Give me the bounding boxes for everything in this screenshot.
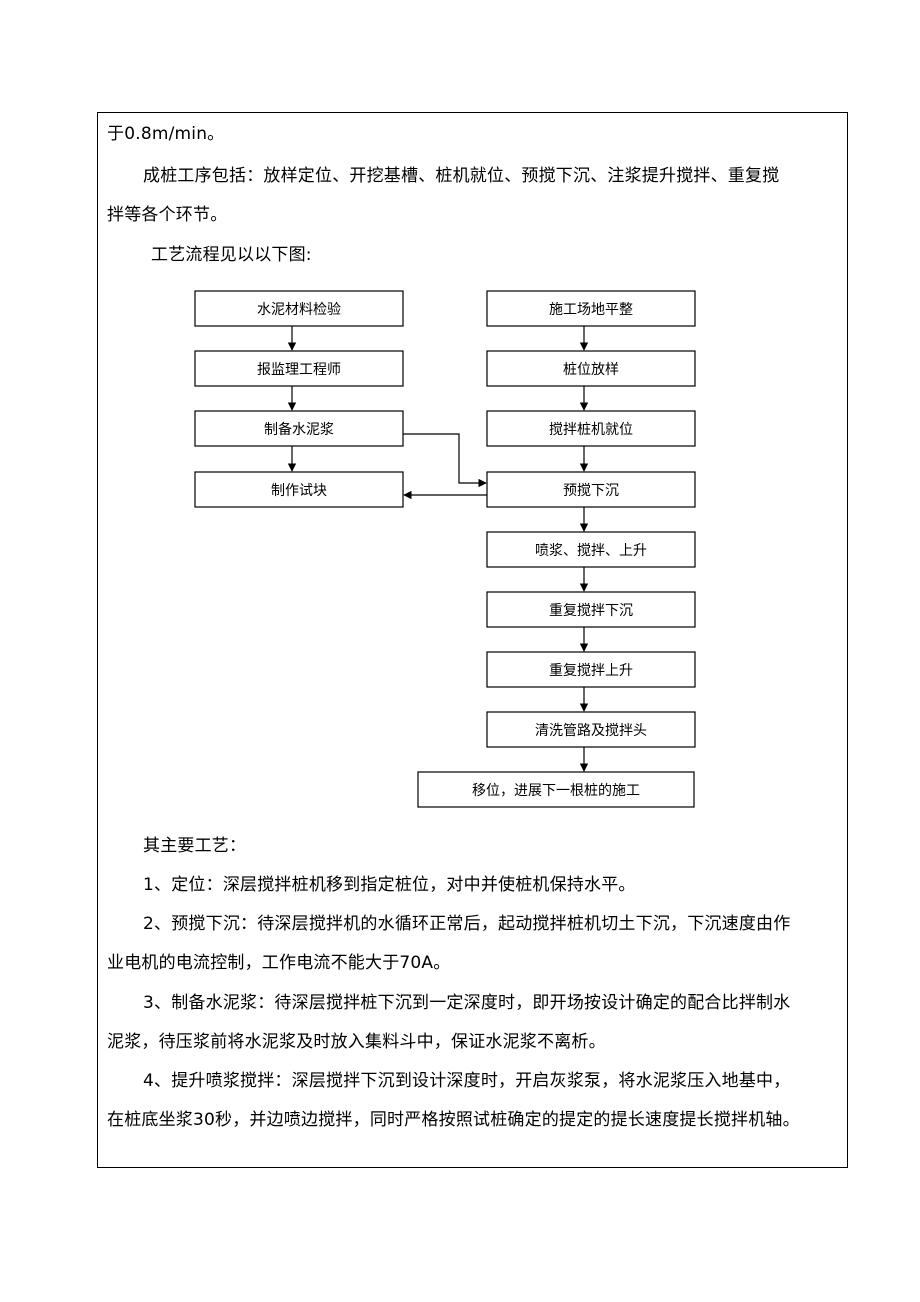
flow-box-move-next-pile: 移位，进展下一根桩的施工 [417,771,695,808]
flow-box-clean-pipes: 清洗管路及搅拌头 [486,711,696,748]
flow-label-report-supervisor: 报监理工程师 [257,362,341,378]
process-flowchart: 水泥材料检验 报监理工程师 制备水泥浆 制作试块 施工场地平整 桩位放样 搅拌桩… [194,290,696,808]
paragraph-step-pre-mix-cont: 业电机的电流控制，工作电流不能大于70A。 [107,953,451,973]
flow-label-repeat-sink: 重复搅拌下沉 [549,602,633,619]
flow-box-repeat-lift: 重复搅拌上升 [486,651,696,688]
paragraph-process-steps-cont: 拌等各个环节。 [107,205,228,225]
flow-label-rig-positioning: 搅拌桩机就位 [549,421,633,438]
flow-label-move-next-pile: 移位，进展下一根桩的施工 [472,782,640,799]
paragraph-step-slurry: 3、制备水泥浆：待深层搅拌桩下沉到一定深度时，即开场按设计确定的配合比拌制水 [143,993,791,1013]
flow-box-pile-layout: 桩位放样 [486,350,696,387]
flow-box-rig-positioning: 搅拌桩机就位 [486,410,696,447]
paragraph-step-positioning: 1、定位：深层搅拌桩机移到指定桩位，对中并使桩机保持水平。 [143,875,636,895]
flow-label-clean-pipes: 清洗管路及搅拌头 [535,723,647,739]
paragraph-step-lift-spray-cont: 在桩底坐浆30秒，并边喷边搅拌，同时严格按照试桩确定的提定的提长速度提长搅拌机轴… [107,1110,800,1130]
paragraph-process-steps: 成桩工序包括：放样定位、开挖基槽、桩机就位、预搅下沉、注浆提升搅拌、重复搅 [143,166,780,186]
flow-label-spray-mix-lift: 喷浆、搅拌、上升 [535,543,647,559]
flow-label-repeat-lift: 重复搅拌上升 [549,662,633,679]
flow-box-report-supervisor: 报监理工程师 [194,350,404,387]
paragraph-step-lift-spray: 4、提升喷浆搅拌：深层搅拌下沉到设计深度时，开启灰浆泵，将水泥浆压入地基中， [143,1071,791,1091]
flow-label-pre-mix-sink: 预搅下沉 [563,483,619,499]
flow-box-spray-mix-lift: 喷浆、搅拌、上升 [486,531,696,568]
flow-label-prepare-slurry: 制备水泥浆 [264,421,334,438]
flow-box-site-leveling: 施工场地平整 [486,290,696,327]
flow-label-pile-layout: 桩位放样 [563,361,619,378]
flow-label-cement-inspection: 水泥材料检验 [257,302,341,318]
flow-box-cement-inspection: 水泥材料检验 [194,290,404,327]
paragraph-flow-intro: 工艺流程见以以下图: [151,245,312,265]
paragraph-main-process: 其主要工艺： [143,836,247,856]
flow-box-make-test-block: 制作试块 [194,471,404,508]
paragraph-step-slurry-cont: 泥浆，待压浆前将水泥浆及时放入集料斗中，保证水泥浆不离析。 [107,1032,606,1052]
paragraph-speed-end: 于0.8m/min。 [107,124,225,144]
flow-box-pre-mix-sink: 预搅下沉 [486,471,696,508]
document-frame [97,112,848,1168]
flow-box-repeat-sink: 重复搅拌下沉 [486,591,696,628]
flow-box-prepare-slurry: 制备水泥浆 [194,410,404,447]
flow-label-make-test-block: 制作试块 [271,483,327,499]
flow-arrow-slurry-to-sink [403,433,487,488]
paragraph-step-pre-mix: 2、预搅下沉：待深层搅拌机的水循环正常后，起动搅拌桩机切土下沉，下沉速度由作 [143,914,791,934]
flow-label-site-leveling: 施工场地平整 [549,302,633,318]
